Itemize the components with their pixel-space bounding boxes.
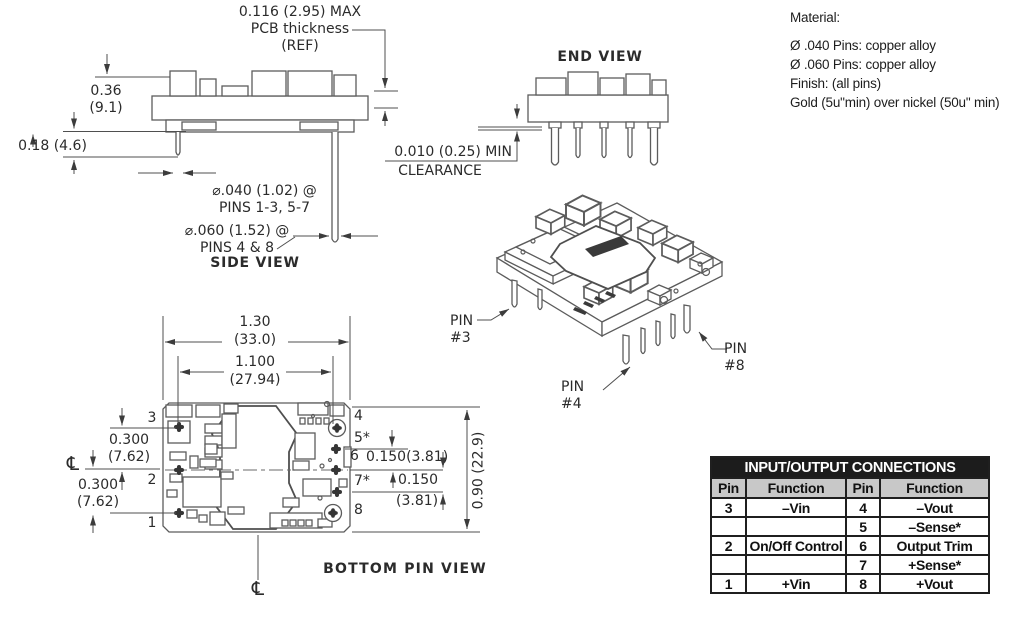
bottom-right-lower-dim-mm: (3.81) (396, 493, 439, 509)
pin-number-3: 3 (147, 410, 157, 426)
cell-pin: 8 (845, 573, 881, 594)
cell-function: –Vout (878, 497, 991, 518)
side-view-title: SIDE VIEW (210, 255, 300, 271)
centerline-symbol-bottom: ℄ (251, 578, 265, 600)
cell-function: +Sense* (878, 554, 991, 575)
bottom-right-lower-dim-in: 0.150 (398, 472, 439, 488)
cell-function: +Vout (878, 573, 991, 594)
table-row: 2 On/Off Control 6 Output Trim (710, 535, 991, 556)
cell-pin: 7 (845, 554, 881, 575)
clearance-note-line2: CLEARANCE (398, 163, 482, 179)
table-header-function-right: Function (878, 477, 991, 499)
pin-number-1: 1 (147, 515, 157, 531)
cell-pin: 1 (710, 573, 747, 594)
pin-diameter-small-note: ⌀.040 (1.02) @ PINS 1-3, 5-7 (212, 183, 317, 216)
pin-number-8: 8 (354, 502, 363, 518)
cell-pin: 4 (845, 497, 881, 518)
bottom-view-drawing (162, 400, 352, 533)
pin-number-7: 7* (354, 473, 370, 489)
bottom-left-upper-dim: 0.300 (7.62) (107, 432, 151, 465)
iso-pin4-label: PIN #4 (561, 379, 585, 412)
bottom-view-title: BOTTOM PIN VIEW (323, 561, 487, 577)
material-line: Finish: (all pins) (790, 76, 881, 91)
cell-function: On/Off Control (745, 535, 847, 556)
cell-function: –Vin (745, 497, 847, 518)
table-header-pin-left: Pin (710, 477, 747, 499)
cell-pin (710, 516, 747, 537)
material-line: Ø .060 Pins: copper alloy (790, 57, 936, 72)
cell-function: –Sense* (878, 516, 991, 537)
pin-diameter-large-note: ⌀.060 (1.52) @ PINS 4 & 8 (184, 223, 290, 256)
end-view-drawing (478, 71, 669, 166)
centerline-symbol-left: ℄ (66, 453, 80, 475)
cell-function: +Vin (745, 573, 847, 594)
pin-number-2: 2 (147, 472, 157, 488)
bottom-height-dim: 0.90 (22.9) (470, 431, 487, 510)
material-line: Ø .040 Pins: copper alloy (790, 38, 936, 53)
table-title: INPUT/OUTPUT CONNECTIONS (709, 456, 991, 479)
isometric-view-drawing (495, 194, 724, 365)
end-view-dimensions (385, 104, 520, 162)
cell-pin (710, 554, 747, 575)
pin-number-6: 6 (350, 448, 359, 464)
bottom-view-dimensions (85, 316, 480, 580)
side-view-dimensions (30, 29, 398, 250)
cell-function (745, 516, 847, 537)
pin-number-5: 5* (354, 430, 370, 446)
table-header-function-left: Function (745, 477, 847, 499)
bottom-width-dim: 1.30 (33.0) (233, 314, 277, 348)
table-row: 3 –Vin 4 –Vout (710, 497, 991, 518)
table-row: 1 +Vin 8 +Vout (710, 573, 991, 594)
io-connections-table: INPUT/OUTPUT CONNECTIONS Pin Function Pi… (709, 456, 991, 594)
bottom-left-lower-dim: 0.300 (7.62) (76, 477, 120, 510)
material-heading: Material: (790, 10, 840, 25)
isometric-view-leaders (477, 308, 727, 391)
pin-number-4: 4 (354, 408, 363, 424)
bottom-right-upper-dim: 0.150(3.81) (366, 449, 449, 465)
bottom-pinspan-dim: 1.100 (27.94) (229, 354, 281, 388)
side-view-drawing (151, 70, 369, 243)
cell-pin: 3 (710, 497, 747, 518)
cell-function: Output Trim (878, 535, 991, 556)
iso-pin8-label: PIN #8 (724, 341, 748, 374)
cell-pin: 2 (710, 535, 747, 556)
side-pin-length-dim: 0.18 (4.6) (18, 138, 87, 154)
clearance-note-line1: 0.010 (0.25) MIN (394, 144, 512, 160)
table-row: 5 –Sense* (710, 516, 991, 537)
cell-function (745, 554, 847, 575)
pcb-thickness-note: 0.116 (2.95) MAX PCB thickness (REF) (238, 4, 362, 54)
side-height-dim: 0.36 (9.1) (89, 83, 123, 116)
material-note: Material: Ø .040 Pins: copper alloy Ø .0… (790, 8, 1010, 112)
cell-pin: 6 (845, 535, 881, 556)
table-row: 7 +Sense* (710, 554, 991, 575)
table-header-pin-right: Pin (845, 477, 881, 499)
end-view-title: END VIEW (557, 49, 643, 65)
iso-pin3-label: PIN #3 (450, 313, 474, 346)
cell-pin: 5 (845, 516, 881, 537)
material-line: Gold (5u"min) over nickel (50u" min) (790, 95, 1000, 110)
